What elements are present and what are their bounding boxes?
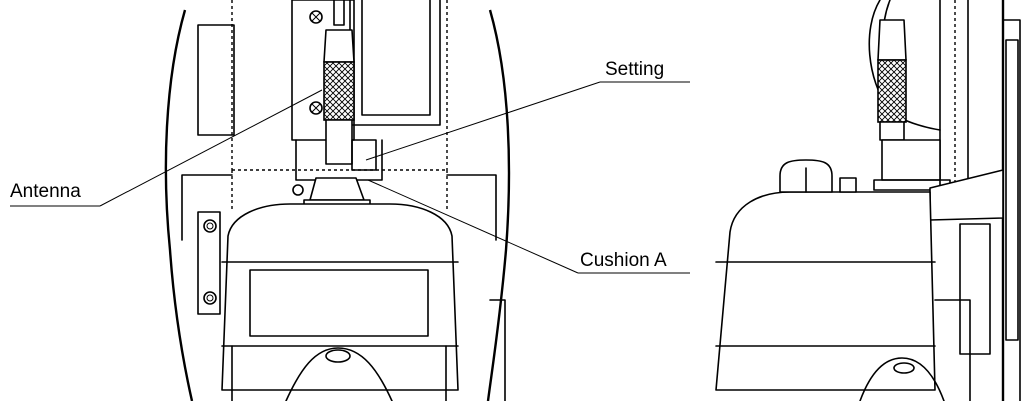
top-knob (779, 159, 857, 193)
callout-cushion-a-label: Cushion A (580, 250, 667, 271)
housing-right-outline (486, 9, 511, 401)
antenna-texture (323, 61, 355, 121)
lens-dome (285, 347, 393, 401)
rear-housing (349, 0, 441, 126)
lens-highlight-side (893, 362, 915, 374)
lens-highlight (325, 349, 351, 363)
rear-housing-inner (361, 0, 431, 116)
side-plate (197, 211, 221, 315)
antenna (877, 19, 907, 141)
screw-icon (203, 291, 217, 305)
screw-icon (309, 101, 323, 115)
callout-cushion-a: Cushion A (367, 179, 690, 274)
callout-setting: Setting (365, 59, 690, 161)
side-view (715, 0, 1021, 401)
lower-block (934, 299, 971, 401)
side-rail (959, 223, 991, 355)
screw-icon (203, 219, 217, 233)
callout-setting-label: Setting (605, 59, 664, 80)
clamp (881, 139, 941, 181)
label-panel (249, 269, 429, 337)
camera-body-side (715, 191, 936, 391)
wall-edge (1002, 19, 1021, 401)
antenna (323, 0, 355, 165)
front-view (164, 0, 511, 401)
setting-part (351, 139, 377, 171)
lens-dome-side (859, 357, 945, 401)
antenna-texture (877, 59, 907, 123)
callout-antenna: Antenna (10, 89, 323, 207)
callout-antenna-label: Antenna (10, 181, 81, 202)
wall-bracket (1005, 39, 1019, 341)
shoulder-block (181, 174, 497, 241)
right-tab (489, 299, 506, 401)
housing-left-outline (164, 9, 194, 401)
camera-body (221, 203, 459, 391)
screw-icon (309, 10, 323, 24)
bracket-arm (929, 169, 1004, 221)
bracket-box (197, 24, 235, 136)
